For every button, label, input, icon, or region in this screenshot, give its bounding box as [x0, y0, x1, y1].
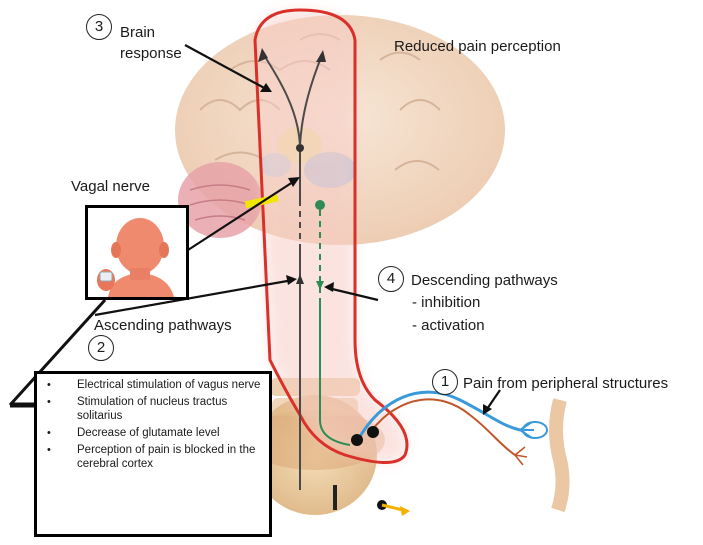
mechanism-item: Electrical stimulation of vagus nerve [47, 378, 269, 392]
activation-label: - activation [412, 317, 485, 334]
vagal-nerve-label: Vagal nerve [71, 178, 150, 195]
step-1-badge: 1 [432, 369, 458, 395]
ascending-path [258, 48, 326, 490]
pathway-outline [253, 8, 409, 464]
brain-response-label: Brain response [120, 24, 182, 62]
reduced-pain-label: Reduced pain perception [394, 38, 561, 55]
mechanism-item: Decrease of glutamate level [47, 426, 269, 440]
inhibition-label: - inhibition [412, 294, 481, 311]
mechanism-list: Electrical stimulation of vagus nerve St… [37, 378, 269, 471]
pathway-glow [255, 10, 407, 463]
mechanism-info-box: Electrical stimulation of vagus nerve St… [34, 371, 272, 537]
step-2-badge: 2 [88, 335, 114, 361]
peripheral-pain-label: Pain from peripheral structures [463, 375, 669, 392]
step-3-badge: 3 [86, 14, 112, 40]
annotation-arrows [8, 44, 501, 415]
step-4-badge: 4 [378, 266, 404, 292]
vagal-nerve-inset [85, 205, 189, 300]
descending-path [315, 200, 351, 446]
peripheral-nerves [351, 390, 570, 516]
mechanism-item: Stimulation of nucleus tractus solitariu… [47, 395, 269, 423]
mechanism-item: Perception of pain is blocked in the cer… [47, 443, 269, 471]
descending-pathways-label: Descending pathways [411, 272, 558, 289]
ascending-pathways-label: Ascending pathways [94, 317, 232, 334]
head-illustration [88, 208, 186, 297]
